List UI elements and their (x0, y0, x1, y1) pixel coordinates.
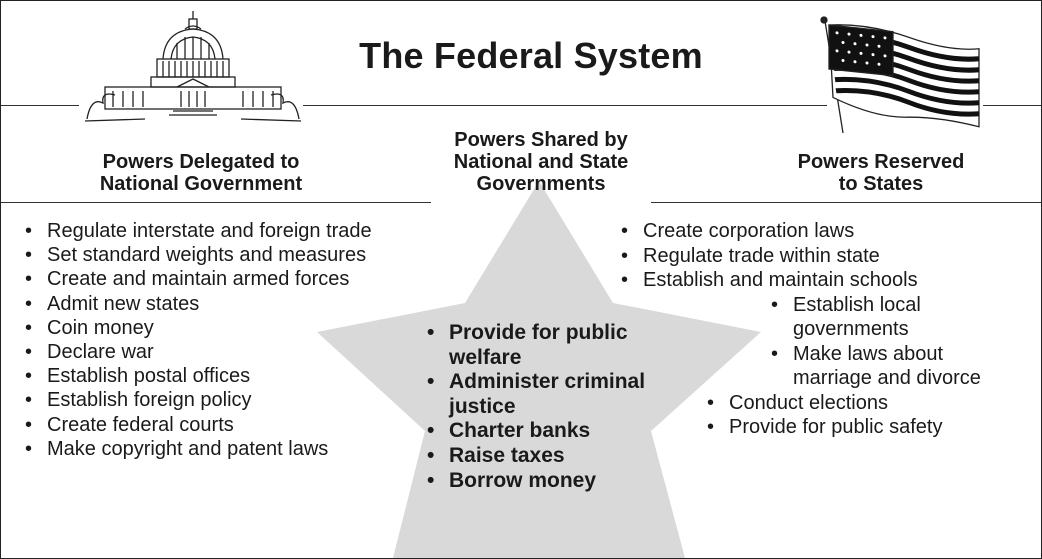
national-powers-heading: Powers Delegated to National Government (41, 151, 361, 195)
state-powers-heading: Powers Reserved to States (761, 151, 1001, 195)
top-right-rule (983, 105, 1041, 106)
list-item: Establish foreign policy (19, 388, 361, 412)
section-divider-left (1, 202, 431, 203)
heading-line: Powers Shared by (454, 129, 628, 151)
section-divider-right (651, 202, 1041, 203)
list-item: Administer criminal justice (421, 370, 699, 419)
us-flag-icon (820, 16, 980, 134)
shared-powers-list: Provide for public welfare Administer cr… (421, 321, 671, 493)
top-center-rule (303, 105, 827, 106)
list-item: Establish local governments (765, 293, 993, 342)
list-item: Admit new states (19, 292, 361, 316)
heading-line: Governments (476, 173, 606, 195)
list-item: Charter banks (421, 419, 671, 444)
heading-line: National and State (453, 151, 629, 173)
list-item: Coin money (19, 316, 361, 340)
page-title: The Federal System (359, 35, 703, 76)
heading-line: National Government (99, 173, 303, 195)
state-powers-list: Create corporation laws Regulate trade w… (615, 219, 1025, 440)
list-item: Make copyright and patent laws (19, 437, 357, 461)
list-item: Borrow money (421, 469, 671, 494)
list-item: Create federal courts (19, 413, 361, 437)
list-item: Establish postal offices (19, 364, 361, 388)
list-item: Raise taxes (421, 444, 671, 469)
shared-powers-heading: Powers Shared by National and State Gove… (401, 129, 681, 195)
list-item: Create and maintain armed forces (19, 267, 507, 291)
list-item: Create corporation laws (615, 219, 1025, 244)
heading-line: to States (838, 173, 924, 195)
top-left-rule (1, 105, 79, 106)
list-item: Provide for public safety (701, 415, 1025, 440)
list-item: Provide for public welfare (421, 321, 679, 370)
list-item: Establish and maintain schools (615, 268, 1025, 293)
list-item: Make laws about marriage and divorce (765, 342, 1013, 391)
heading-line: Powers Reserved (797, 151, 965, 173)
list-item: Conduct elections (701, 391, 1025, 416)
list-item: Regulate interstate and foreign trade (19, 219, 507, 243)
list-item: Set standard weights and measures (19, 243, 507, 267)
list-item: Declare war (19, 340, 361, 364)
heading-line: Powers Delegated to (102, 151, 300, 173)
national-powers-list: Regulate interstate and foreign trade Se… (19, 219, 372, 461)
list-item: Regulate trade within state (615, 244, 1025, 269)
capitol-building-icon (85, 11, 301, 122)
